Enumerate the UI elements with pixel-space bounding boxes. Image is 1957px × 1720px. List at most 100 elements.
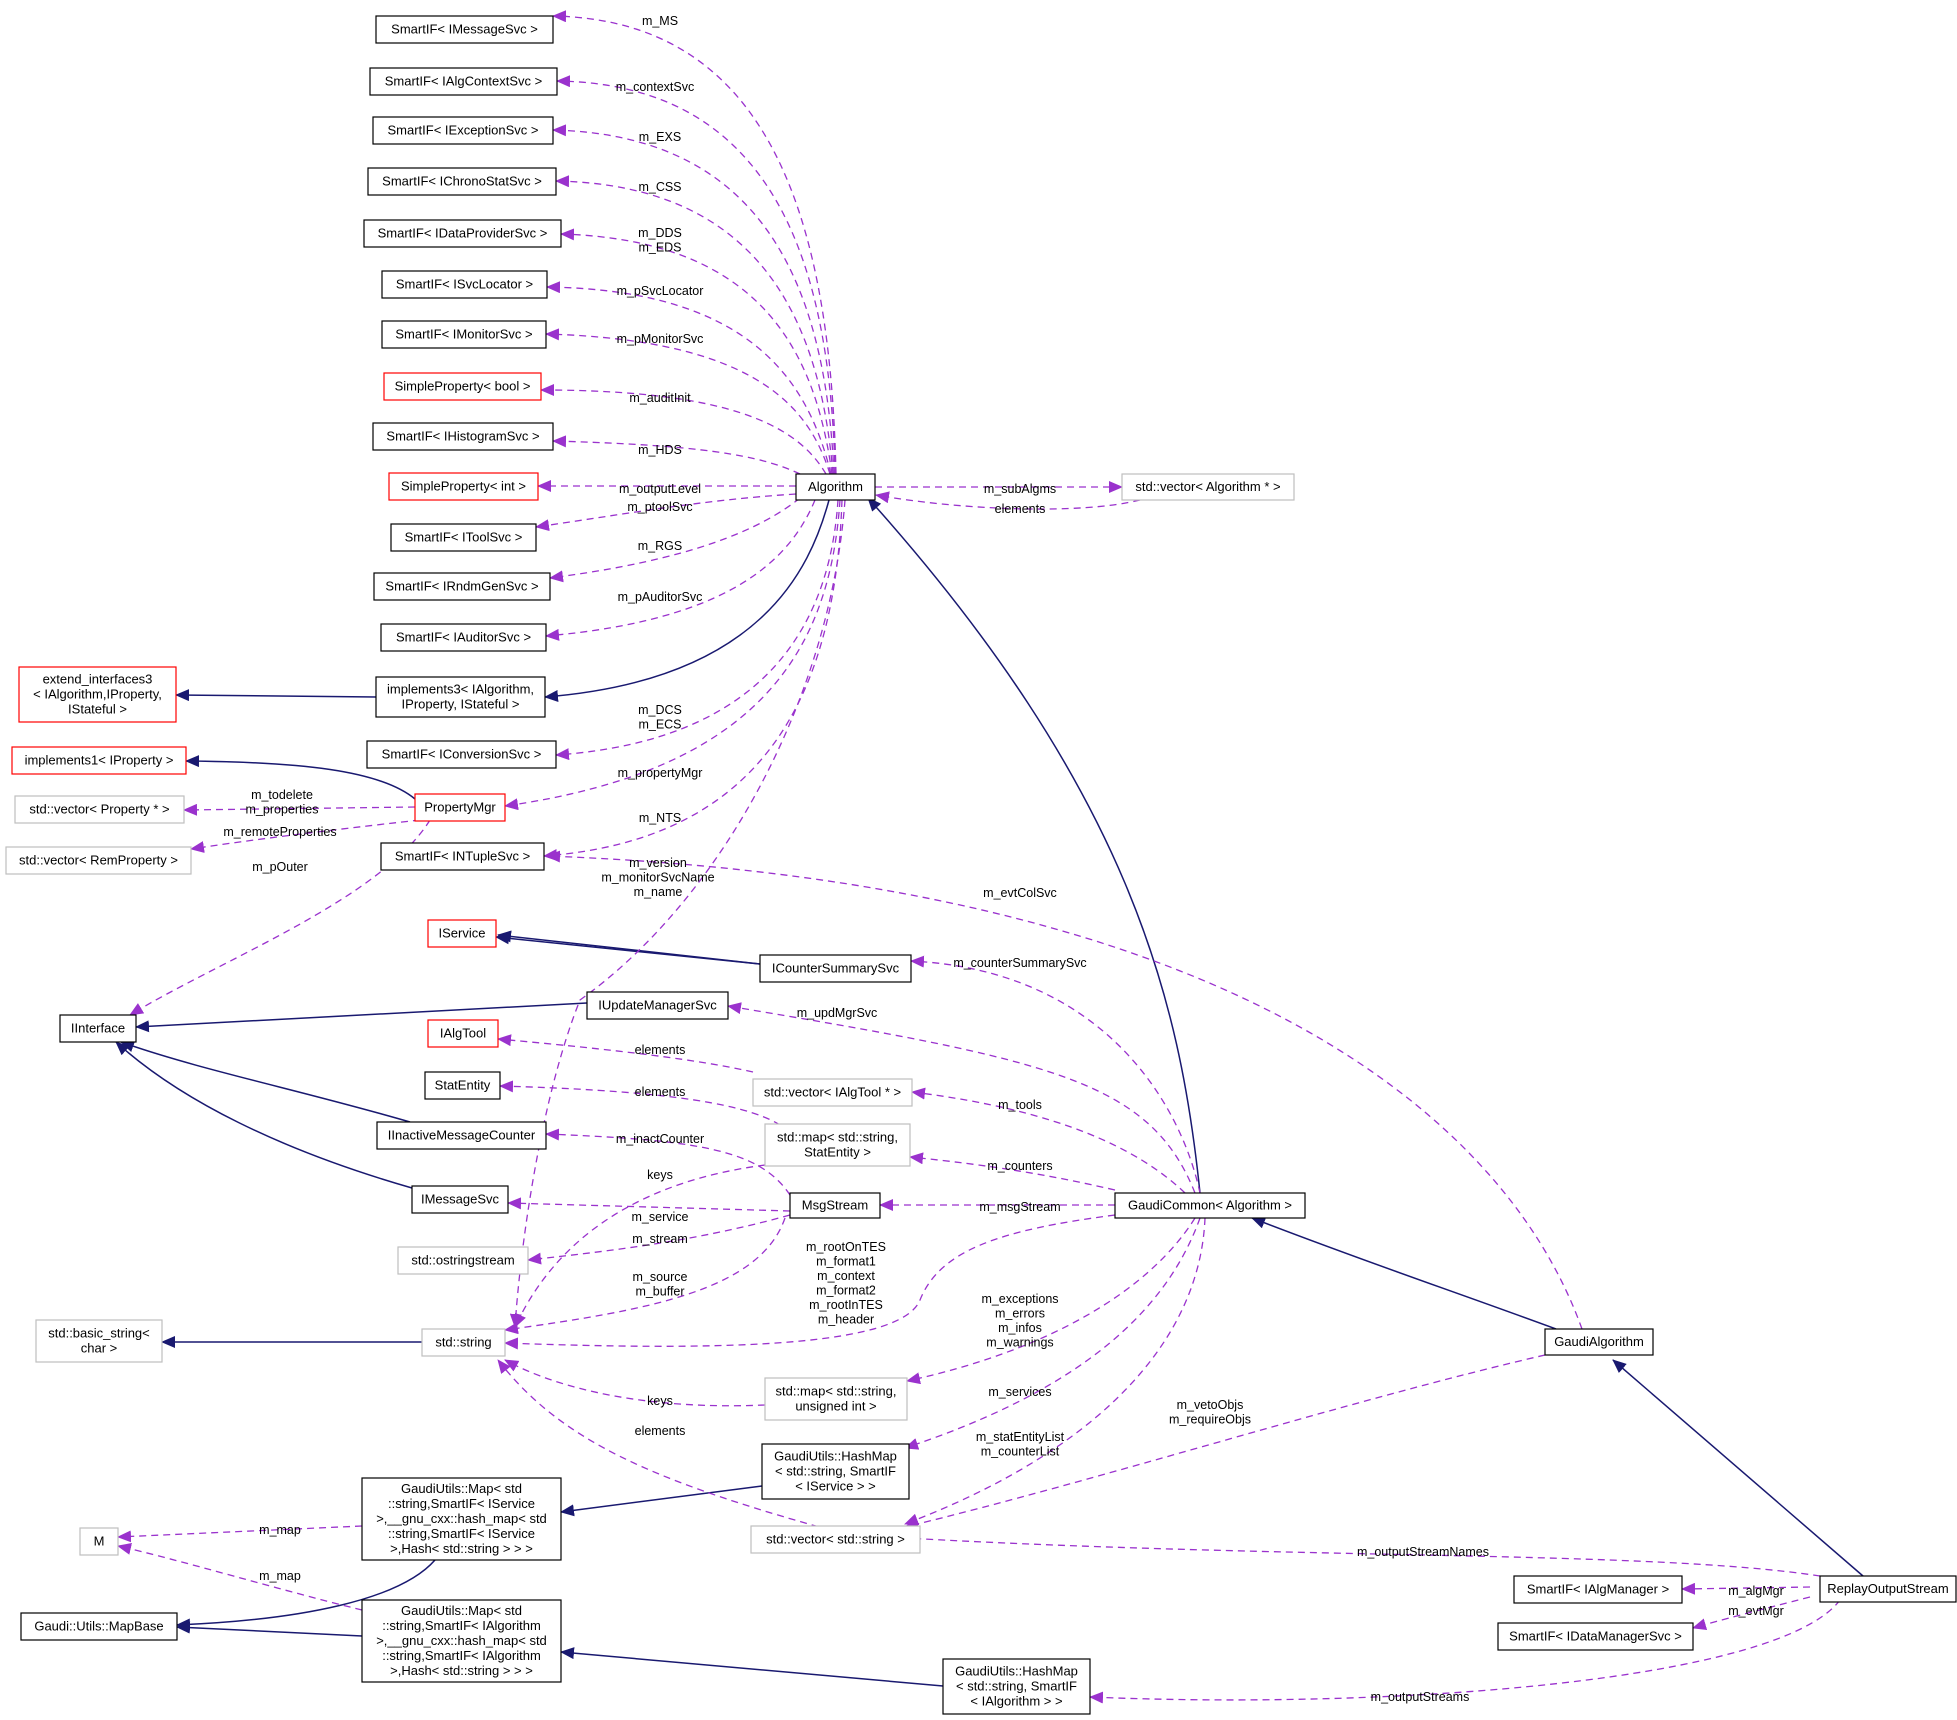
class-node-imonitorsvc-sp[interactable]: SmartIF< IMonitorSvc > bbox=[381, 320, 547, 349]
node-box bbox=[764, 1123, 911, 1167]
class-node-ialgmanager-sp[interactable]: SmartIF< IAlgManager > bbox=[1513, 1575, 1683, 1604]
class-node-mapbase[interactable]: Gaudi::Utils::MapBase bbox=[20, 1612, 178, 1641]
edge-m-nts bbox=[543, 499, 843, 862]
class-node-basic-string[interactable]: std::basic_string<char > bbox=[35, 1319, 163, 1363]
edge-label-m-vetoobjs: m_requireObjs bbox=[1169, 1413, 1251, 1427]
class-node-iinterface[interactable]: IInterface bbox=[59, 1014, 137, 1043]
edge-elements-stat bbox=[499, 1080, 781, 1126]
class-node-icountersummarysvc[interactable]: ICounterSummarySvc bbox=[759, 954, 912, 983]
node-label: implements1< IProperty > bbox=[25, 753, 174, 768]
class-node-iservice[interactable]: IService bbox=[427, 919, 497, 948]
class-node-imessagesvc-sp[interactable]: SmartIF< IMessageSvc > bbox=[375, 15, 554, 44]
edge-label-elements-stat: elements bbox=[635, 1085, 686, 1099]
node-label: SmartIF< IExceptionSvc > bbox=[387, 123, 538, 138]
node-box bbox=[1513, 1575, 1683, 1604]
edge-label-m-counters: m_counters bbox=[987, 1159, 1052, 1173]
edge-label-m-outputstreamnames: m_outputStreamNames bbox=[1357, 1545, 1489, 1559]
edge-label-m-pouter: m_pOuter bbox=[252, 860, 308, 874]
class-node-vector-ialgtool[interactable]: std::vector< IAlgTool * > bbox=[752, 1078, 913, 1107]
node-box bbox=[373, 572, 551, 601]
node-label: SmartIF< IHistogramSvc > bbox=[386, 429, 539, 444]
class-node-iupdatemanagersvc[interactable]: IUpdateManagerSvc bbox=[586, 991, 729, 1020]
class-node-idataprovidersvc-sp[interactable]: SmartIF< IDataProviderSvc > bbox=[363, 219, 562, 248]
node-label: std::vector< Property * > bbox=[29, 802, 169, 817]
class-node-implements1[interactable]: implements1< IProperty > bbox=[11, 746, 187, 775]
node-box bbox=[397, 1246, 529, 1275]
class-node-vector-algorithm[interactable]: std::vector< Algorithm * > bbox=[1121, 473, 1295, 501]
edge-iupdate-iinterface bbox=[135, 1002, 588, 1033]
class-node-extend-interfaces3[interactable]: extend_interfaces3< IAlgorithm,IProperty… bbox=[18, 666, 177, 723]
class-node-ihistogramsvc-sp[interactable]: SmartIF< IHistogramSvc > bbox=[372, 422, 554, 451]
class-node-msgstream[interactable]: MsgStream bbox=[789, 1192, 881, 1219]
class-node-simpleproperty-bool[interactable]: SimpleProperty< bool > bbox=[383, 372, 542, 401]
class-node-vector-property[interactable]: std::vector< Property * > bbox=[14, 795, 185, 824]
edge-gaudicommon-algorithm bbox=[867, 497, 1201, 1194]
edge-label-m-dds-eds: m_DDS bbox=[638, 226, 682, 240]
class-node-intuplesvc-sp[interactable]: SmartIF< INTupleSvc > bbox=[380, 842, 545, 871]
class-node-vector-remproperty[interactable]: std::vector< RemProperty > bbox=[5, 846, 192, 875]
edge-algorithm-implements3 bbox=[544, 499, 830, 702]
class-node-ialgcontextsvc-sp[interactable]: SmartIF< IAlgContextSvc > bbox=[369, 67, 558, 96]
edge-m-outputstreamnames bbox=[904, 1532, 1821, 1577]
edge-label-keys-uint: keys bbox=[647, 1394, 673, 1408]
edges bbox=[115, 10, 1864, 1704]
class-node-iexceptionsvc-sp[interactable]: SmartIF< IExceptionSvc > bbox=[372, 116, 554, 145]
class-node-m-node[interactable]: M bbox=[79, 1527, 119, 1556]
node-label: GaudiUtils::Map< std bbox=[401, 1603, 522, 1618]
edge-label-m-stream: m_stream bbox=[632, 1232, 688, 1246]
class-node-map-unsigned[interactable]: std::map< std::string,unsigned int > bbox=[764, 1377, 908, 1421]
node-label: < std::string, SmartIF bbox=[775, 1464, 896, 1479]
class-node-ostringstream[interactable]: std::ostringstream bbox=[397, 1246, 529, 1275]
class-node-implements3[interactable]: implements3< IAlgorithm,IProperty, IStat… bbox=[375, 676, 546, 718]
edge-m-dds bbox=[560, 228, 833, 475]
class-node-std-string[interactable]: std::string bbox=[421, 1328, 506, 1357]
edge-m-ms bbox=[552, 10, 837, 475]
class-node-iauditorsvc-sp[interactable]: SmartIF< IAuditorSvc > bbox=[380, 623, 547, 652]
edge-label-m-rootontes: m_format2 bbox=[816, 1284, 876, 1298]
edge-label-elements-str: elements bbox=[635, 1424, 686, 1438]
edge-label-m-rootontes: m_context bbox=[817, 1269, 875, 1283]
edge-label-m-services: m_services bbox=[988, 1385, 1051, 1399]
class-node-ialgtool[interactable]: IAlgTool bbox=[427, 1019, 499, 1048]
edge-m-updmgrsvc bbox=[727, 1002, 1196, 1194]
class-node-hashmap-iservice[interactable]: GaudiUtils::HashMap< std::string, SmartI… bbox=[761, 1443, 910, 1500]
class-node-algorithm[interactable]: Algorithm bbox=[795, 473, 876, 501]
node-box bbox=[586, 991, 729, 1020]
node-box bbox=[363, 219, 562, 248]
class-node-hashmap-ialgorithm[interactable]: GaudiUtils::HashMap< std::string, SmartI… bbox=[942, 1658, 1091, 1715]
class-node-gaudicommon[interactable]: GaudiCommon< Algorithm > bbox=[1114, 1192, 1306, 1219]
node-label: StatEntity > bbox=[804, 1145, 871, 1160]
node-label: GaudiCommon< Algorithm > bbox=[1128, 1198, 1292, 1213]
edge-m-exceptions bbox=[906, 1217, 1196, 1385]
class-node-vector-string[interactable]: std::vector< std::string > bbox=[750, 1525, 921, 1554]
edge-m-pauditorsvc bbox=[545, 499, 816, 641]
class-node-imessagesvc[interactable]: IMessageSvc bbox=[411, 1185, 509, 1214]
class-node-propertymgr[interactable]: PropertyMgr bbox=[414, 793, 506, 822]
class-node-irndmgensvc-sp[interactable]: SmartIF< IRndmGenSvc > bbox=[373, 572, 551, 601]
class-node-iconversionsvc-sp[interactable]: SmartIF< IConversionSvc > bbox=[366, 740, 557, 769]
class-node-itoolsvc-sp[interactable]: SmartIF< IToolSvc > bbox=[390, 523, 537, 552]
class-node-gaudialgorithm[interactable]: GaudiAlgorithm bbox=[1544, 1328, 1654, 1356]
edge-label-m-rootontes: m_header bbox=[818, 1313, 874, 1327]
edge-m-todelete bbox=[183, 803, 416, 816]
class-node-idatamanagersvc-sp[interactable]: SmartIF< IDataManagerSvc > bbox=[1497, 1622, 1694, 1651]
class-node-ichronostatsvc-sp[interactable]: SmartIF< IChronoStatSvc > bbox=[367, 167, 557, 196]
edge-label-m-evtmgr: m_evtMgr bbox=[1728, 1604, 1784, 1618]
edge-hashmap-iservice-map bbox=[560, 1485, 763, 1517]
class-node-replayoutputstream[interactable]: ReplayOutputStream bbox=[1819, 1575, 1957, 1603]
edge-m-rootontes bbox=[504, 1214, 1116, 1350]
class-node-iinactivemessagecounter[interactable]: IInactiveMessageCounter bbox=[376, 1121, 547, 1150]
class-node-map-ialgorithm[interactable]: GaudiUtils::Map< std::string,SmartIF< IA… bbox=[361, 1599, 562, 1683]
node-box bbox=[375, 676, 546, 718]
class-node-simpleproperty-int[interactable]: SimpleProperty< int > bbox=[388, 472, 539, 501]
edge-m-tools bbox=[911, 1087, 1186, 1194]
edge-label-m-contextsvc: m_contextSvc bbox=[616, 80, 695, 94]
class-node-statentity[interactable]: StatEntity bbox=[424, 1071, 501, 1100]
edge-m-pmonitorsvc bbox=[545, 328, 831, 475]
class-node-map-iservice[interactable]: GaudiUtils::Map< std::string,SmartIF< IS… bbox=[361, 1477, 562, 1561]
edge-label-m-countersummarysvc: m_counterSummarySvc bbox=[953, 956, 1086, 970]
class-node-map-statentity[interactable]: std::map< std::string,StatEntity > bbox=[764, 1123, 911, 1167]
edge-label-m-updmgrsvc: m_updMgrSvc bbox=[797, 1006, 878, 1020]
class-node-isvclocator-sp[interactable]: SmartIF< ISvcLocator > bbox=[381, 270, 548, 299]
node-box bbox=[380, 623, 547, 652]
